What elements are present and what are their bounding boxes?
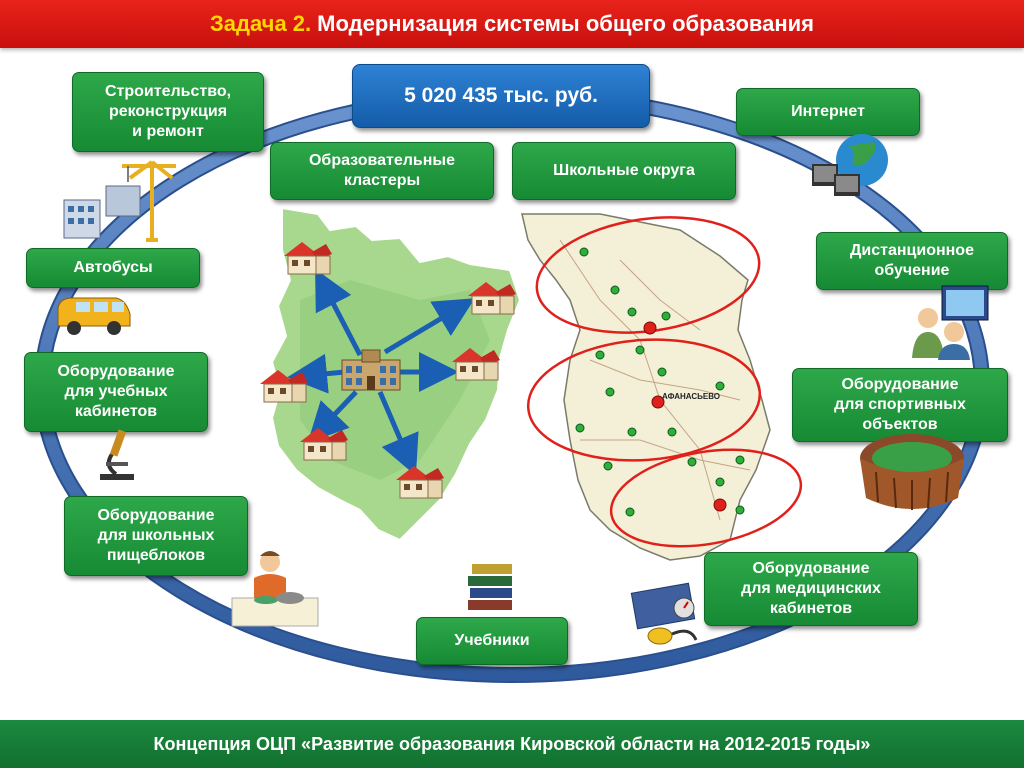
slide-title: Модернизация системы общего образования — [317, 11, 814, 36]
task-label: Задача 2. — [210, 11, 312, 36]
cook-icon — [231, 551, 319, 627]
box-textbooks[interactable]: Учебники — [416, 617, 568, 665]
box-buses[interactable]: Автобусы — [26, 248, 200, 288]
slide-header: Задача 2. Модернизация системы общего об… — [0, 0, 1024, 48]
slide-footer: Концепция ОЦП «Развитие образования Киро… — [0, 720, 1024, 768]
microscope-icon — [100, 429, 134, 480]
center-points — [643, 321, 727, 512]
house-icon — [300, 428, 348, 461]
cluster-arrows — [287, 268, 475, 476]
medical-kit-icon — [630, 582, 698, 645]
house-icon — [452, 348, 500, 381]
box-distance-learning[interactable]: Дистанционное обучение — [816, 232, 1008, 290]
box-school-districts[interactable]: Школьные округа — [512, 142, 736, 200]
box-classroom-equipment[interactable]: Оборудование для учебных кабинетов — [24, 352, 208, 432]
computer-users-icon — [912, 285, 989, 360]
books-icon — [468, 564, 512, 610]
map-town-label: АФАНАСЬЕВО — [662, 392, 721, 401]
house-icon — [396, 466, 444, 499]
box-canteen-equipment[interactable]: Оборудование для школьных пищеблоков — [64, 496, 248, 576]
box-sports-equipment[interactable]: Оборудование для спортивных объектов — [792, 368, 1008, 442]
house-icon — [468, 282, 516, 315]
stadium-icon — [860, 434, 964, 510]
globe-computers-icon — [812, 134, 888, 196]
box-construction[interactable]: Строительство, реконструкция и ремонт — [72, 72, 264, 152]
house-icon — [260, 370, 308, 403]
district-map — [521, 213, 771, 561]
box-clusters[interactable]: Образовательные кластеры — [270, 142, 494, 200]
crane-building-icon — [63, 160, 176, 242]
house-icon — [284, 242, 332, 275]
bus-icon — [57, 297, 131, 335]
box-medical-equipment[interactable]: Оборудование для медицинских кабинетов — [704, 552, 918, 626]
box-internet[interactable]: Интернет — [736, 88, 920, 136]
budget-box: 5 020 435 тыс. руб. — [352, 64, 650, 128]
school-building-icon — [341, 349, 401, 391]
school-points — [575, 247, 745, 517]
